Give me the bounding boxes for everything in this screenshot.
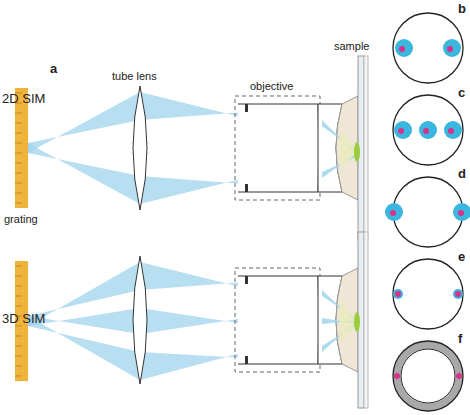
part-label: grating — [4, 213, 38, 225]
panel-letter: e — [458, 250, 465, 264]
sim-2d-optics — [15, 56, 368, 240]
sim-3d-optics — [15, 232, 368, 408]
panel-letter: a — [50, 62, 57, 76]
panel-letter: b — [458, 2, 466, 16]
panel-letter: f — [458, 332, 462, 346]
panel-letter: c — [458, 86, 465, 100]
part-label: tube lens — [112, 70, 157, 82]
mode-label: 2D SIM — [2, 92, 45, 106]
part-label: objective — [250, 80, 293, 92]
panel-letter: d — [458, 167, 466, 181]
pupil-panels — [385, 13, 470, 411]
mode-label: 3D SIM — [2, 312, 45, 326]
part-label: sample — [334, 40, 369, 52]
